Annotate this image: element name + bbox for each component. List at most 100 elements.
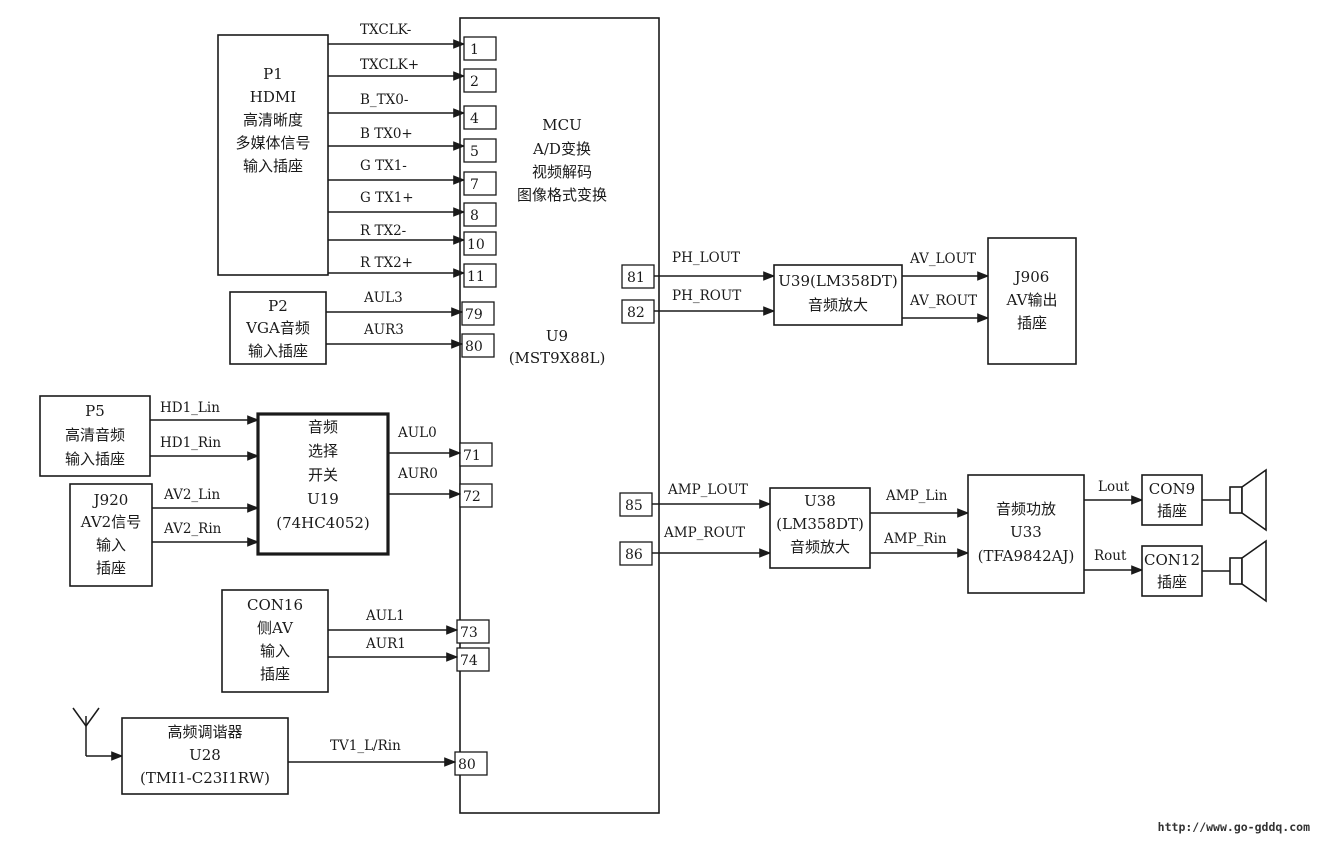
- p2-vga-block: P2 VGA音频 输入插座: [229, 291, 327, 365]
- signal-amp-rin: AMP_Rin: [883, 531, 947, 547]
- signal-hd1-lin: HD1_Lin: [160, 400, 220, 416]
- pin-73: 73: [460, 625, 478, 641]
- pin-7: 7: [470, 177, 479, 193]
- signal-amp-rout: AMP_ROUT: [663, 525, 745, 541]
- pin-80-tuner: 80: [458, 757, 476, 773]
- signal-lout: Lout: [1098, 479, 1130, 495]
- j906-ref: J906: [1013, 268, 1050, 286]
- pin-85: 85: [625, 498, 643, 514]
- signal-g-tx1-plus: G TX1+: [360, 190, 414, 206]
- signal-av-rout: AV_ROUT: [909, 293, 977, 309]
- signal-r-tx2-minus: R TX2-: [360, 223, 406, 239]
- p1-hdmi-block: P1 HDMI 高清晰度 多媒体信号 输入插座: [217, 34, 329, 276]
- p1-line-3: 高清晰度: [243, 111, 303, 129]
- signal-r-tx2-plus: R TX2+: [360, 255, 413, 271]
- con12-block: CON12 插座: [1141, 545, 1203, 597]
- u38-line-3: 音频放大: [790, 538, 850, 556]
- signal-av-lout: AV_LOUT: [909, 251, 976, 267]
- u33-line-1: 音频功放: [996, 500, 1056, 518]
- p5-line-3: 输入插座: [65, 450, 125, 468]
- j906-block: J906 AV输出 插座: [987, 237, 1077, 365]
- signal-txclk-minus: TXCLK-: [360, 22, 411, 38]
- p2-line-2: VGA音频: [245, 319, 310, 337]
- j920-line-3: 输入: [96, 536, 126, 554]
- signal-aur0: AUR0: [397, 466, 438, 482]
- signal-aul0: AUL0: [397, 425, 437, 441]
- p1-line-5: 输入插座: [243, 157, 303, 175]
- u33-ref: U33: [1010, 523, 1042, 541]
- signal-av2-lin: AV2_Lin: [163, 487, 220, 503]
- j920-line-2: AV2信号: [80, 513, 141, 531]
- mcu-video-decode-label: 视频解码: [532, 163, 592, 181]
- con9-line-2: 插座: [1157, 502, 1187, 520]
- p1-line-2: HDMI: [250, 88, 296, 106]
- u28-line-1: 高频调谐器: [167, 723, 242, 741]
- signal-av2-rin: AV2_Rin: [163, 521, 222, 537]
- p5-ref: P5: [85, 402, 105, 420]
- u39-amp-block: U39(LM358DT) 音频放大: [773, 264, 903, 326]
- signal-txclk-plus: TXCLK+: [360, 57, 419, 73]
- j920-block: J920 AV2信号 输入 插座: [69, 483, 153, 587]
- pin-2: 2: [470, 74, 479, 90]
- mcu-ref: U9: [546, 327, 568, 345]
- mcu-label: MCU: [542, 116, 581, 134]
- j920-line-4: 插座: [96, 559, 126, 577]
- u19-part: (74HC4052): [276, 514, 370, 532]
- p2-line-3: 输入插座: [248, 342, 308, 360]
- u28-tuner-block: 高频调谐器 U28 (TMI1-C23I1RW): [121, 717, 289, 795]
- speaker-right-icon: [1229, 539, 1267, 603]
- signal-hd1-rin: HD1_Rin: [160, 435, 221, 451]
- signal-b-tx0-minus: B_TX0-: [360, 92, 408, 108]
- pin-10: 10: [467, 237, 485, 253]
- mcu-u9-block: MCU A/D变换 视频解码 图像格式变换 U9 (MST9X88L): [459, 17, 660, 814]
- p1-ref: P1: [263, 65, 283, 83]
- mcu-right-pins: [619, 264, 655, 566]
- u19-line-3: 开关: [308, 466, 338, 484]
- pin-81: 81: [627, 270, 645, 286]
- u38-part: (LM358DT): [776, 515, 864, 533]
- u33-power-amp-block: 音频功放 U33 (TFA9842AJ): [967, 474, 1085, 594]
- pin-5: 5: [470, 144, 479, 160]
- pin-79: 79: [465, 307, 483, 323]
- p5-line-2: 高清音频: [65, 426, 125, 444]
- u28-part: (TMI1-C23I1RW): [140, 769, 270, 787]
- signal-aul3: AUL3: [363, 290, 403, 306]
- u19-line-1: 音频: [308, 418, 338, 436]
- con16-block: CON16 侧AV 输入 插座: [221, 589, 329, 693]
- mcu-ad-label: A/D变换: [532, 140, 591, 158]
- j906-line-2: AV输出: [1006, 291, 1058, 309]
- signal-amp-lin: AMP_Lin: [885, 488, 948, 504]
- hdmi-signal-lines: [328, 39, 466, 278]
- con9-ref: CON9: [1149, 480, 1195, 498]
- pin-72: 72: [463, 489, 481, 505]
- u19-switch-block: 音频 选择 开关 U19 (74HC4052): [256, 412, 390, 556]
- con12-ref: CON12: [1144, 551, 1200, 569]
- u39-ref: U39(LM358DT): [778, 272, 897, 290]
- signal-amp-lout: AMP_LOUT: [667, 482, 748, 498]
- signal-aur3: AUR3: [363, 322, 404, 338]
- signal-tv1: TV1_L/Rin: [330, 738, 401, 754]
- u39-line-2: 音频放大: [808, 296, 868, 314]
- pin-4: 4: [470, 111, 479, 127]
- u19-ref: U19: [307, 490, 339, 508]
- signal-ph-lout: PH_LOUT: [672, 250, 740, 266]
- u33-part: (TFA9842AJ): [978, 547, 1075, 565]
- j920-ref: J920: [92, 491, 129, 509]
- signal-g-tx1-minus: G TX1-: [360, 158, 407, 174]
- signal-ph-rout: PH_ROUT: [672, 288, 741, 304]
- p1-line-4: 多媒体信号: [235, 134, 310, 152]
- u19-line-2: 选择: [308, 442, 338, 460]
- watermark-url: http://www.go-gddq.com: [1158, 820, 1310, 834]
- antenna-icon: [72, 707, 124, 761]
- signal-b-tx0-plus: B TX0+: [360, 126, 413, 142]
- con16-line-4: 插座: [260, 665, 290, 683]
- con16-line-3: 输入: [260, 642, 290, 660]
- u28-ref: U28: [189, 746, 221, 764]
- p2-ref: P2: [268, 297, 288, 315]
- u38-amp-block: U38 (LM358DT) 音频放大: [769, 487, 871, 569]
- signal-rout: Rout: [1094, 548, 1127, 564]
- mcu-format-label: 图像格式变换: [517, 186, 607, 204]
- u38-ref: U38: [804, 492, 836, 510]
- pin-71: 71: [463, 448, 481, 464]
